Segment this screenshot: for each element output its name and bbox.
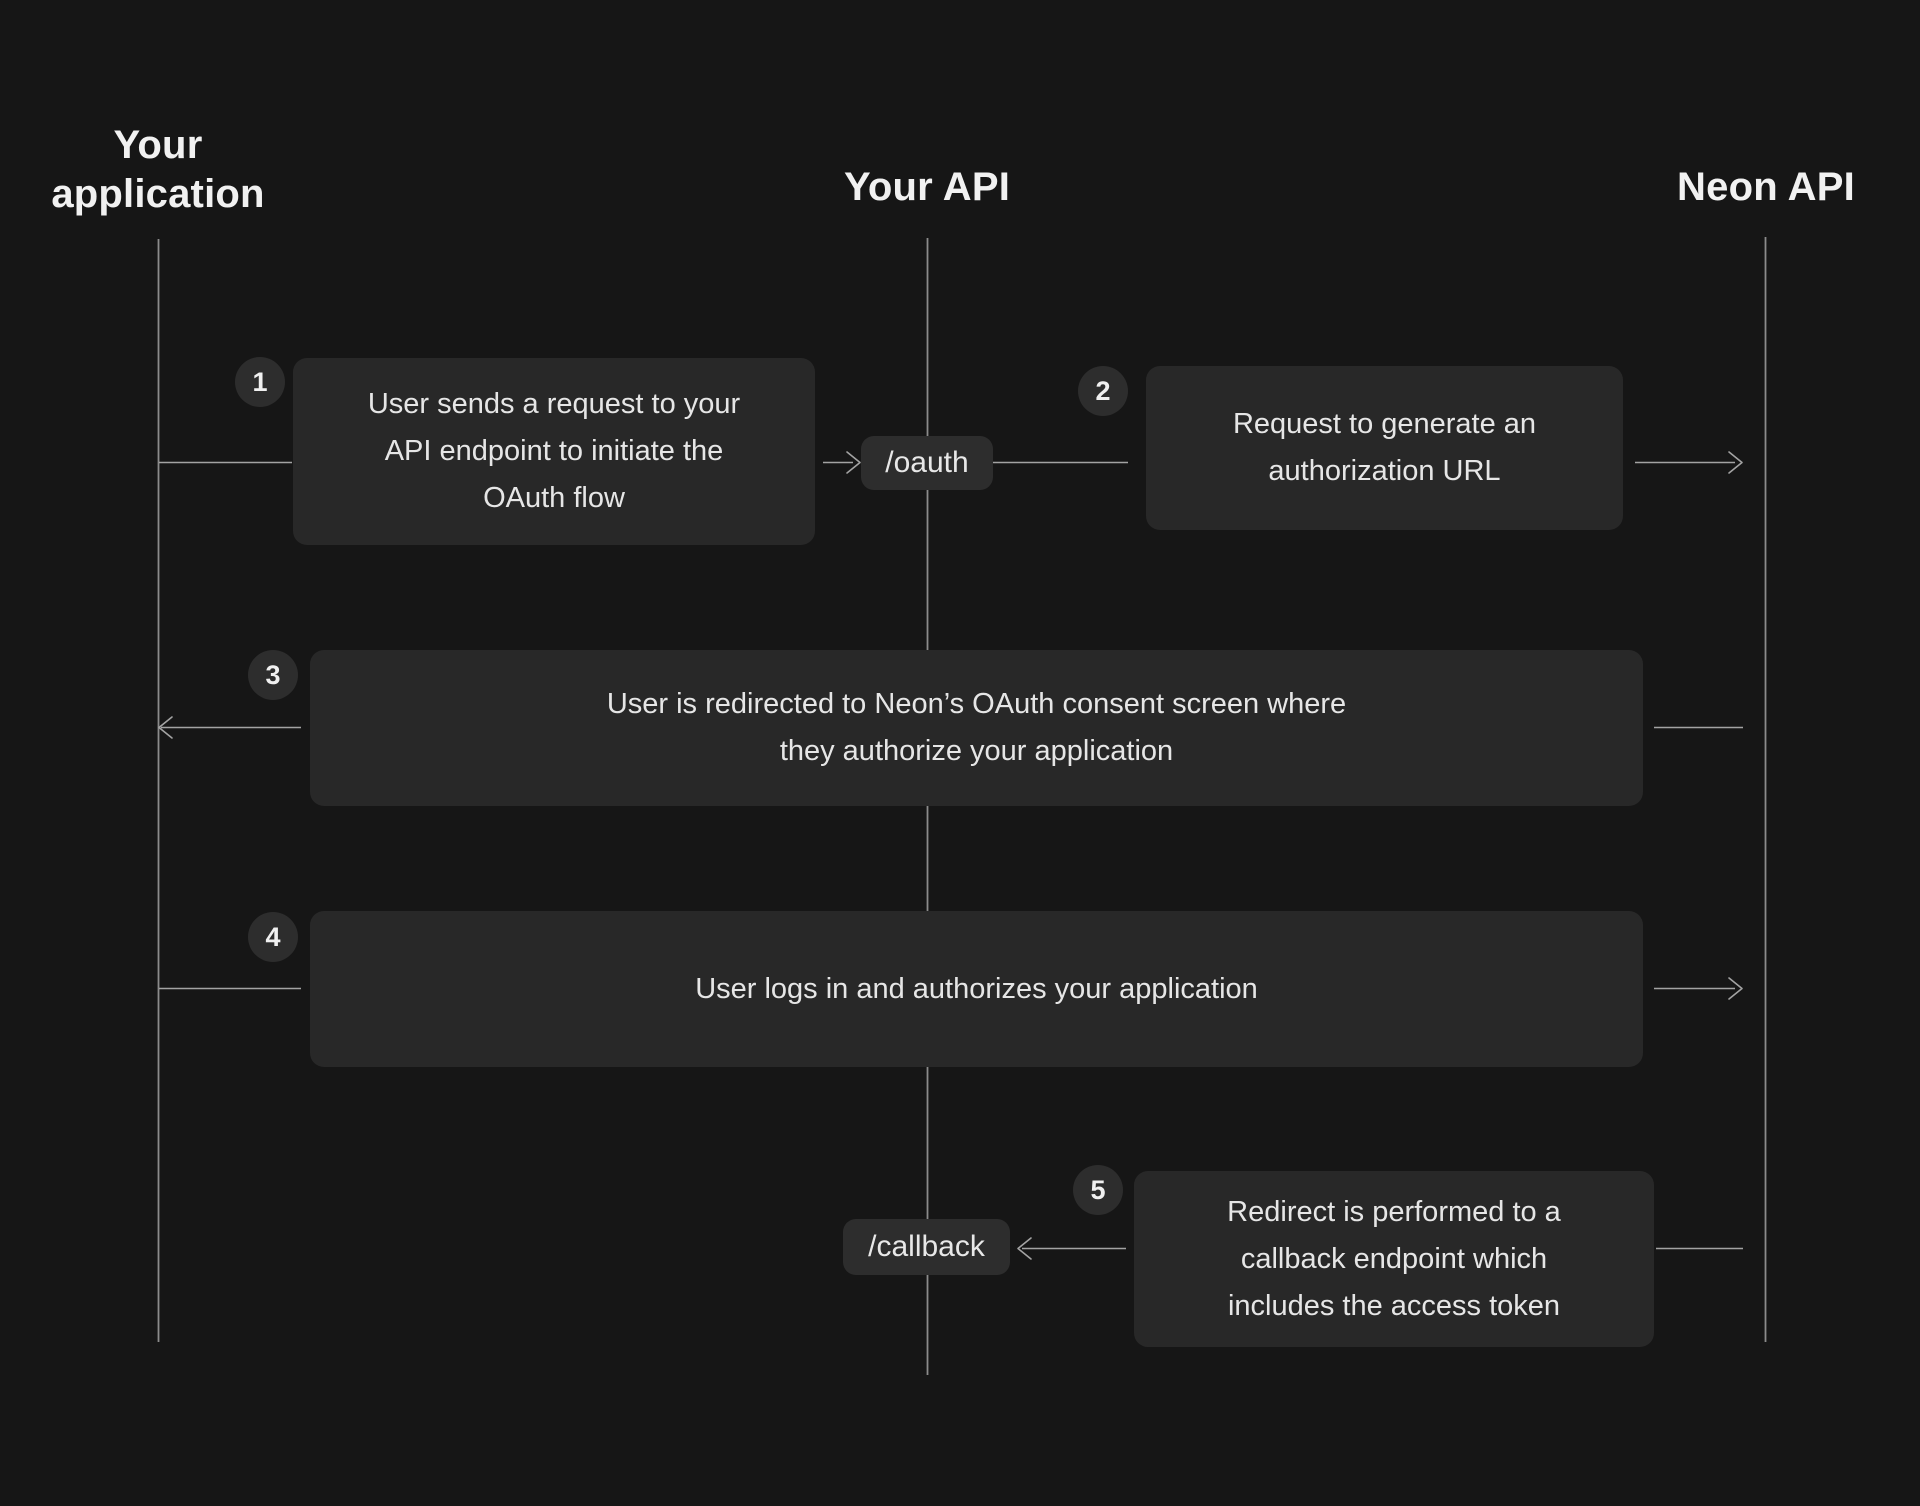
step-4-arrowhead-right xyxy=(1728,977,1743,1000)
step-4-badge: 4 xyxy=(248,912,298,962)
step-4-message: User logs in and authorizes your applica… xyxy=(310,911,1643,1067)
step-5-badge: 5 xyxy=(1073,1165,1123,1215)
actor-neon-api: Neon API xyxy=(1677,165,1855,209)
actor-your-api: Your API xyxy=(843,165,1011,209)
step-1-badge: 1 xyxy=(235,357,285,407)
step-3-arrowhead-left xyxy=(158,716,173,739)
step-2-badge: 2 xyxy=(1078,366,1128,416)
step-2-arrowhead-right xyxy=(1728,451,1743,474)
step-1-arrowhead-right xyxy=(846,451,861,474)
step-1-message: User sends a request to your API endpoin… xyxy=(293,358,815,545)
oauth-endpoint-chip: /oauth xyxy=(861,436,993,490)
step-3-badge: 3 xyxy=(248,650,298,700)
step-5-message: Redirect is performed to a callback endp… xyxy=(1134,1171,1654,1347)
step-5-arrowhead-left xyxy=(1017,1237,1032,1260)
step-2-message: Request to generate an authorization URL xyxy=(1146,366,1623,530)
callback-endpoint-chip: /callback xyxy=(843,1219,1010,1275)
actor-your-application: Your application xyxy=(51,123,265,216)
step-3-message: User is redirected to Neon’s OAuth conse… xyxy=(310,650,1643,806)
